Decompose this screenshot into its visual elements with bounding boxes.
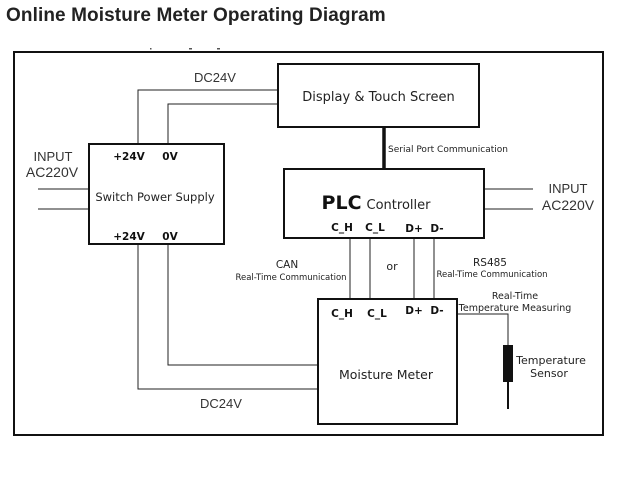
page-title: Online Moisture Meter Operating Diagram [6,5,386,26]
display-box [277,63,480,128]
mm-terminal-dplus: D+ [405,305,423,317]
rs485-subtitle: Real-Time Communication [436,270,547,280]
temperature-sensor-icon [503,345,513,382]
can-title: CAN [276,259,298,271]
input-right-label-1: INPUT [549,181,588,196]
mm-terminal-ch: C_H [331,308,353,320]
wire-dc24v-plus-bottom [137,244,318,390]
ps-top-terminal-plus: +24V [113,151,145,163]
mm-terminal-dminus: D- [430,305,443,317]
ps-top-terminal-zero: 0V [162,151,178,163]
plc-terminal-dplus: D+ [405,223,423,235]
dc24v-bottom-label: DC24V [200,396,242,411]
input-right-label-2: AC220V [542,197,595,213]
temp-measuring-line1: Real-Time [492,291,538,302]
plc-terminal-ch: C_H [331,222,353,234]
diagram-frame [13,51,604,436]
wire-dc24v-zero-top [167,103,278,144]
input-left-label-1: INPUT [34,149,73,164]
ps-bottom-terminal-zero: 0V [162,231,178,243]
wire-temperature [457,313,509,345]
plc-terminal-cl: C_L [365,222,385,234]
temp-sensor-line1: Temperature [515,354,586,367]
mm-terminal-cl: C_L [367,308,387,320]
moisture-meter-label: Moisture Meter [339,367,434,382]
plc-label-rest: Controller [367,198,432,213]
ps-bottom-terminal-plus: +24V [113,231,145,243]
plc-terminal-dminus: D- [430,223,443,235]
display-label: Display & Touch Screen [302,90,454,105]
wire-dc24v-plus-top [137,89,278,144]
power-supply-box [88,143,225,245]
rs485-title: RS485 [473,257,507,269]
temp-measuring-line2: Temperature Measuring [458,303,572,314]
plc-label-bold: PLC [322,192,362,214]
wire-dc24v-zero-bottom [167,244,318,366]
serial-label: Serial Port Communication [388,145,508,155]
dc24v-top-label: DC24V [194,70,236,85]
plc-label: PLC Controller [322,192,432,214]
frame-artifacts [150,48,220,50]
plc-box [283,168,485,239]
can-subtitle: Real-Time Communication [235,273,346,283]
input-left-label-2: AC220V [26,164,79,180]
or-label: or [386,260,398,273]
power-supply-label: Switch Power Supply [95,190,214,204]
temp-sensor-line2: Sensor [530,367,568,380]
moisture-meter-box [317,298,458,425]
